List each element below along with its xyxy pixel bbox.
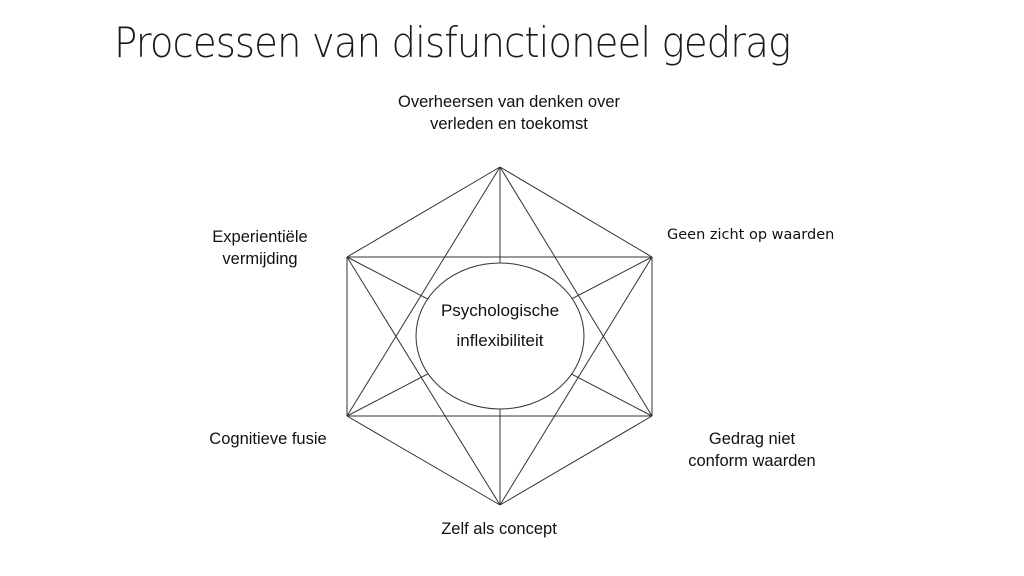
- center-label-line1: Psychologische: [440, 301, 560, 320]
- node-lower-right-label: Gedrag niet conform waarden: [688, 428, 815, 472]
- node-top-line2: verleden en toekomst: [430, 115, 588, 133]
- connector-line: [499, 415, 653, 506]
- node-bottom-line1: Zelf als concept: [441, 520, 557, 538]
- node-lower-left-line1: Cognitieve fusie: [209, 430, 327, 448]
- node-upper-left-line2: vermijding: [222, 250, 298, 268]
- node-bottom-label: Zelf als concept: [441, 518, 557, 540]
- center-label-line2: inflexibiliteit: [456, 331, 544, 350]
- connector-line: [499, 256, 653, 506]
- connector-line: [346, 166, 501, 258]
- node-lower-right-line2: conform waarden: [688, 452, 816, 470]
- center-label: Psychologische inflexibiliteit: [441, 300, 559, 352]
- node-top-label: Overheersen van denken over verleden en …: [398, 91, 620, 135]
- connector-line: [499, 166, 653, 258]
- node-top-line1: Overheersen van denken over: [398, 93, 620, 111]
- slide-title: Processen van disfunctioneel gedrag: [114, 18, 791, 67]
- connector-line: [346, 166, 501, 417]
- connector-line: [346, 256, 501, 506]
- connector-line: [499, 166, 653, 417]
- node-lower-right-line1: Gedrag niet: [708, 430, 796, 448]
- node-upper-right-line1: Geen zicht op waarden: [667, 227, 835, 243]
- connector-line: [346, 415, 501, 506]
- center-ellipse: [415, 262, 585, 410]
- node-upper-left-label: Experientiële vermijding: [212, 226, 307, 270]
- node-upper-left-line1: Experientiële: [212, 228, 308, 246]
- node-upper-right-label: Geen zicht op waarden: [667, 224, 834, 246]
- node-lower-left-label: Cognitieve fusie: [209, 428, 326, 450]
